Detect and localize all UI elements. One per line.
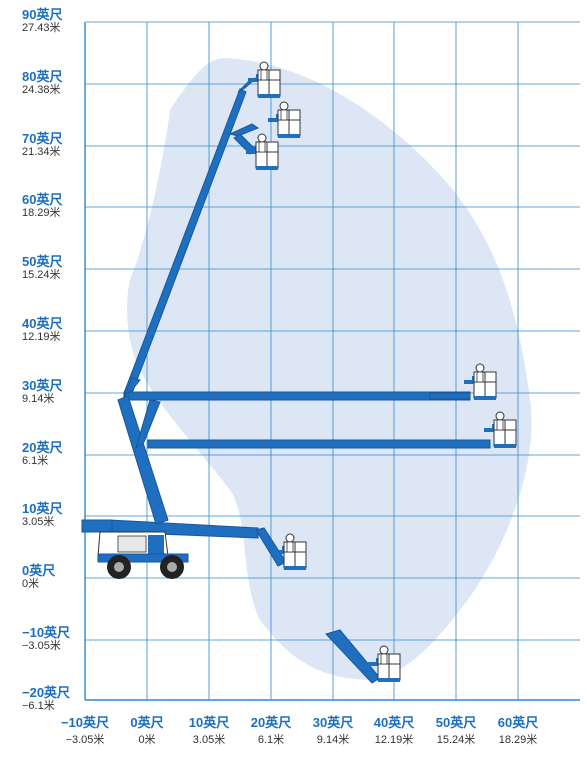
y-axis-label-feet: 60英尺 <box>22 192 63 207</box>
boom-horizontal-30ft <box>123 391 471 401</box>
y-axis-label-meters: 3.05米 <box>22 516 55 528</box>
y-axis-label-meters: 6.1米 <box>22 455 49 467</box>
y-axis-label-meters: 21.34米 <box>22 146 61 158</box>
y-axis-label-feet: 0英尺 <box>22 563 56 578</box>
x-axis-label-feet: 60英尺 <box>497 715 539 730</box>
x-axis-label-feet: 30英尺 <box>312 715 354 730</box>
boom-vertical-mid <box>228 123 260 137</box>
working-envelope-area <box>127 58 532 680</box>
x-axis-label-meters: 0米 <box>138 734 156 746</box>
y-axis-label-meters: 12.19米 <box>22 331 61 343</box>
machine-base <box>81 519 189 579</box>
x-axis-label-feet: 20英尺 <box>250 715 292 730</box>
x-axis-label-feet: 50英尺 <box>435 715 477 730</box>
riser-arm-2 <box>135 399 161 450</box>
x-axis-label-meters: 3.05米 <box>192 734 226 746</box>
riser-arm-1 <box>117 395 169 525</box>
y-axis-label-meters: 24.38米 <box>22 84 61 96</box>
y-axis-label-feet: 20英尺 <box>22 440 63 455</box>
y-axis-label-feet: 10英尺 <box>22 501 63 516</box>
boom-horizontal-20ft <box>147 439 491 449</box>
x-axis-label-feet: 40英尺 <box>373 715 415 730</box>
boom-horizontal-30ft-jib <box>429 392 471 400</box>
x-axis-label-feet: −10英尺 <box>60 715 110 730</box>
y-axis-label-feet: −20英尺 <box>22 685 71 700</box>
grid-lines <box>84 21 580 701</box>
x-axis-label-feet: 0英尺 <box>130 715 164 730</box>
y-axis-label-meters: 27.43米 <box>22 22 61 34</box>
x-axis-label-meters: 6.1米 <box>257 734 285 746</box>
y-axis-label-meters: −6.1米 <box>22 700 55 712</box>
y-axis-label-feet: 50英尺 <box>22 254 63 269</box>
y-axis-label-feet: 90英尺 <box>22 7 63 22</box>
boom-positions <box>109 77 491 684</box>
x-axis-label-meters: −3.05米 <box>65 734 105 746</box>
y-axis-label-feet: 80英尺 <box>22 69 63 84</box>
y-axis-label-feet: 70英尺 <box>22 131 63 146</box>
x-axis-label-meters: 9.14米 <box>316 734 350 746</box>
y-axis-label-meters: 18.29米 <box>22 207 61 219</box>
y-axis-label-meters: −3.05米 <box>22 640 61 652</box>
x-axis-label-meters: 18.29米 <box>498 734 538 746</box>
x-axis-label-meters: 12.19米 <box>374 734 414 746</box>
y-axis-label-meters: 15.24米 <box>22 269 61 281</box>
y-axis-label-meters: 9.14米 <box>22 393 55 405</box>
y-axis-label-feet: 40英尺 <box>22 316 63 331</box>
upper-riser <box>122 377 141 398</box>
x-axis-label-meters: 15.24米 <box>436 734 476 746</box>
y-axis-label-feet: −10英尺 <box>22 625 71 640</box>
x-axis-label-feet: 10英尺 <box>188 715 230 730</box>
y-axis-label-feet: 30英尺 <box>22 378 63 393</box>
y-axis-label-meters: 0米 <box>22 578 40 590</box>
